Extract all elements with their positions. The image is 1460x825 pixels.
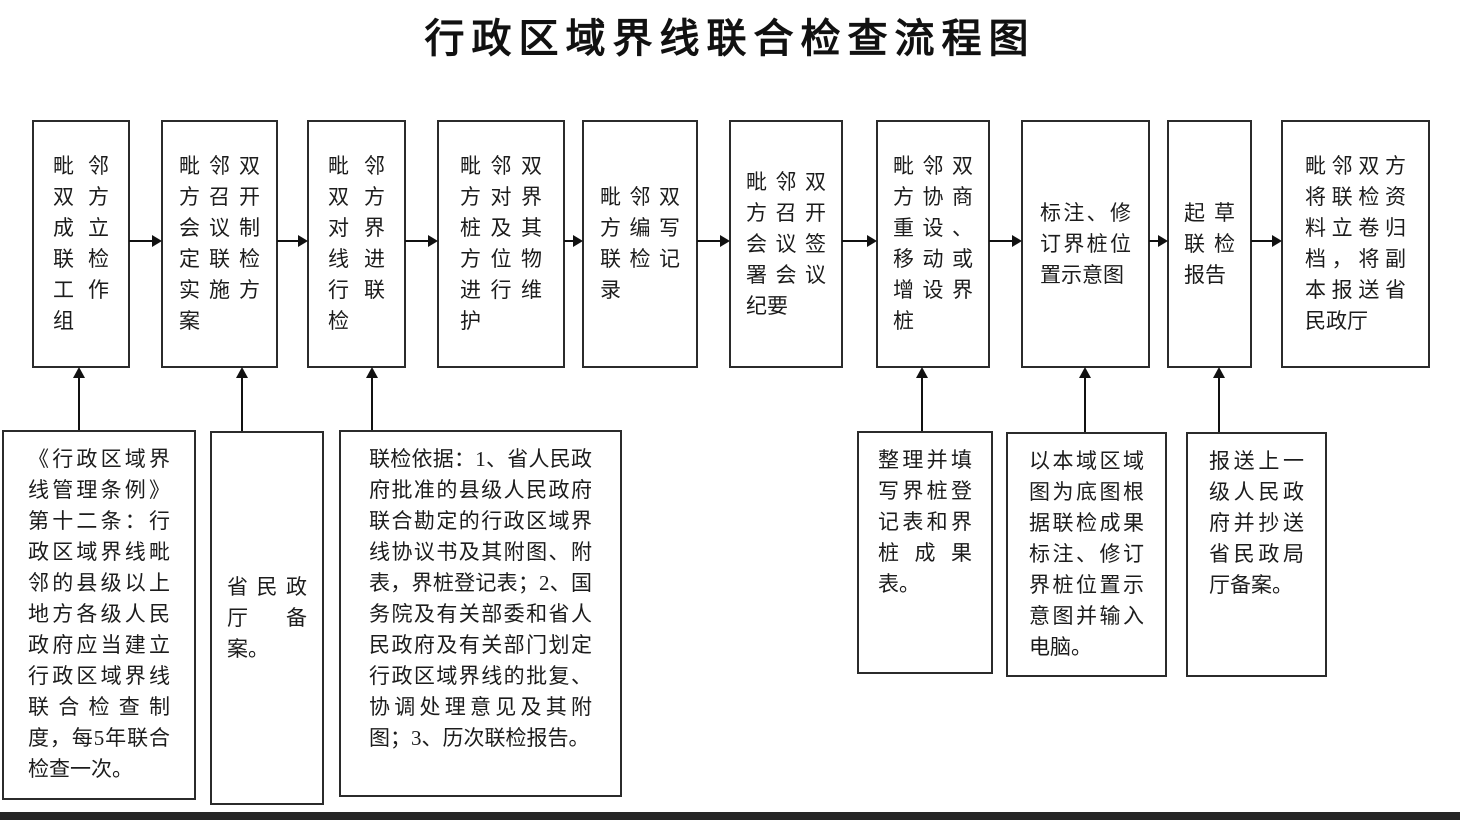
arrow-right-icon	[842, 235, 877, 247]
arrow-right-icon	[1149, 235, 1168, 247]
note-regulation-box: 《行政区域界线管理条例》第十二条：行政区域界线毗邻的县级以上地方各级人民政府应当…	[2, 430, 196, 800]
flow-step-7-label: 毗邻双方协商重设、移动或增设界桩	[893, 154, 973, 333]
flow-step-3-label: 毗邻双方对界线进行联检	[328, 154, 385, 333]
flow-step-8-label: 标注、修订界桩位置示意图	[1040, 200, 1131, 287]
flow-step-10-box: 毗邻双方将联检资料立卷归档，将副本报送省民政厅	[1281, 120, 1430, 368]
arrow-right-icon	[1251, 235, 1282, 247]
page-bottom-edge	[0, 812, 1460, 820]
note-tables-box: 整理并填写界桩登记表和界桩成果表。	[857, 431, 993, 674]
arrow-up-icon	[73, 367, 85, 431]
flow-step-6-box: 毗邻双方召开会议签署会议纪要	[729, 120, 843, 368]
flow-step-5-box: 毗邻双方编写联检记录	[582, 120, 698, 368]
flow-step-5-label: 毗邻双方编写联检记录	[600, 185, 680, 302]
note-tables-label: 整理并填写界桩登记表和界桩成果表。	[878, 448, 972, 596]
arrow-right-icon	[989, 235, 1022, 247]
flow-step-4-box: 毗邻双方对界桩及其方位物进行维护	[437, 120, 565, 368]
flow-step-10-label: 毗邻双方将联检资料立卷归档，将副本报送省民政厅	[1305, 154, 1406, 333]
note-filing-label: 省民政厅备案。	[227, 574, 307, 661]
flow-step-4-label: 毗邻双方对界桩及其方位物进行维护	[460, 154, 542, 333]
arrow-right-icon	[697, 235, 730, 247]
flow-step-7-box: 毗邻双方协商重设、移动或增设界桩	[876, 120, 990, 368]
flow-step-9-box: 起草联检报告	[1167, 120, 1252, 368]
note-regulation-label: 《行政区域界线管理条例》第十二条：行政区域界线毗邻的县级以上地方各级人民政府应当…	[28, 447, 170, 781]
flow-step-6-label: 毗邻双方召开会议签署会议纪要	[746, 169, 826, 318]
flow-step-1-label: 毗邻双方成立联检工作组	[53, 154, 109, 333]
flow-step-3-box: 毗邻双方对界线进行联检	[307, 120, 406, 368]
diagram-title: 行政区域界线联合检查流程图	[424, 16, 1036, 61]
arrow-up-icon	[236, 367, 248, 432]
note-basis-label: 联检依据：1、省人民政府批准的县级人民政府联合勘定的行政区域界线协议书及其附图、…	[369, 447, 592, 750]
flow-step-1-box: 毗邻双方成立联检工作组	[32, 120, 130, 368]
arrow-right-icon	[564, 235, 583, 247]
arrow-right-icon	[129, 235, 162, 247]
arrow-up-icon	[1213, 367, 1225, 433]
arrow-right-icon	[277, 235, 308, 247]
note-basemap-label: 以本域区域图为底图根据联检成果标注、修订界桩位置示意图并输入电脑。	[1029, 449, 1144, 659]
note-basemap-box: 以本域区域图为底图根据联检成果标注、修订界桩位置示意图并输入电脑。	[1006, 432, 1167, 677]
flow-step-2-label: 毗邻双方召开会议制定联检实施方案	[179, 154, 260, 333]
arrow-up-icon	[366, 367, 378, 431]
note-report-label: 报送上一级人民政府并抄送省民政局厅备案。	[1209, 449, 1304, 597]
note-report-box: 报送上一级人民政府并抄送省民政局厅备案。	[1186, 432, 1327, 677]
arrow-up-icon	[1079, 367, 1091, 433]
note-basis-box: 联检依据：1、省人民政府批准的县级人民政府联合勘定的行政区域界线协议书及其附图、…	[339, 430, 622, 797]
flow-step-9-label: 起草联检报告	[1184, 200, 1235, 287]
flow-step-8-box: 标注、修订界桩位置示意图	[1021, 120, 1150, 368]
note-filing-box: 省民政厅备案。	[210, 431, 324, 805]
flow-step-2-box: 毗邻双方召开会议制定联检实施方案	[161, 120, 278, 368]
arrow-right-icon	[405, 235, 438, 247]
arrow-up-icon	[916, 367, 928, 432]
